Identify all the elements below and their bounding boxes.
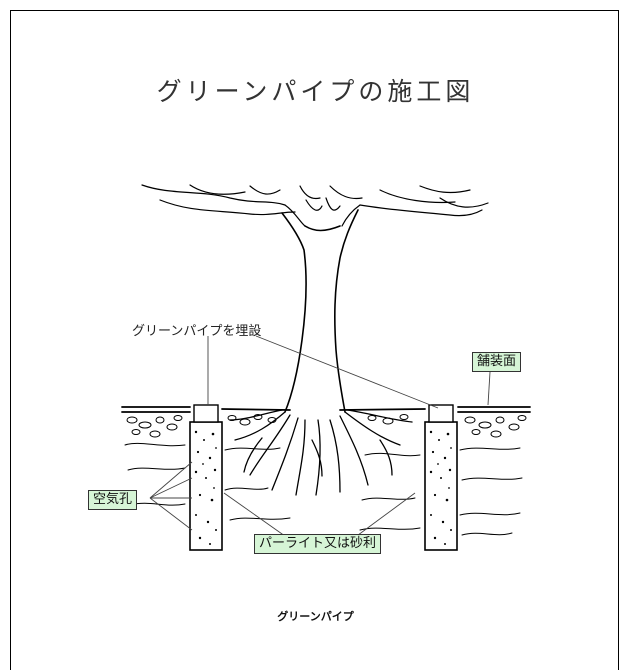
gravel (126, 414, 527, 438)
perlite-label: パーライト又は砂利 (254, 534, 382, 554)
tree-trunk (281, 209, 359, 413)
diagram-title: グリーンパイプの施工図 (156, 77, 475, 106)
green-pipe-right (424, 404, 458, 551)
pavement-surface (121, 406, 531, 413)
pipe-buried-label: グリーンパイプを埋設 (132, 324, 262, 339)
tree-roots (229, 409, 413, 496)
tree-canopy (141, 184, 489, 227)
green-pipe-left (189, 404, 223, 551)
figure-caption: グリーンパイプ (277, 610, 354, 623)
page-frame (10, 10, 619, 670)
leader-lines (149, 335, 491, 542)
air-holes-label: 空気孔 (88, 490, 138, 510)
pavement-label: 舗装面 (472, 352, 522, 372)
soil-strata (124, 442, 523, 536)
